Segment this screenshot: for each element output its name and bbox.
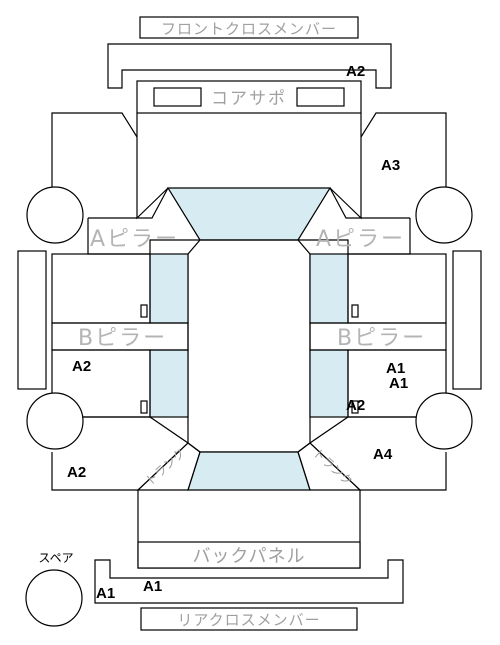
a-pillar-right-label: Aピラー bbox=[316, 227, 405, 252]
rear-cross-member: リアクロスメンバー bbox=[140, 607, 358, 631]
mark-right-quarter-a4: A4 bbox=[373, 446, 393, 463]
fender-to-pillar-right bbox=[329, 187, 410, 219]
rear-cross-member-label: リアクロスメンバー bbox=[177, 611, 320, 629]
back-panel: バックパネル bbox=[137, 541, 361, 569]
front-apron-left bbox=[136, 113, 169, 220]
roof-outline bbox=[187, 239, 311, 453]
mark-right-rear-a2: A2 bbox=[346, 397, 365, 414]
trunk-left-label: トランク bbox=[143, 446, 188, 489]
rear-bumper-bracket bbox=[94, 559, 404, 604]
front-cross-member-label: フロントクロスメンバー bbox=[161, 20, 337, 38]
b-pillar-left-label: Bピラー bbox=[78, 326, 167, 351]
front-fender-right bbox=[360, 112, 447, 190]
trunk-right bbox=[297, 442, 362, 491]
rear-door-glass-left bbox=[149, 349, 189, 418]
spare-wheel bbox=[25, 569, 83, 627]
mark-front-right-a2: A2 bbox=[346, 63, 365, 80]
a-pillar-right: Aピラー bbox=[298, 218, 411, 255]
mark-right-fender-a3: A3 bbox=[381, 157, 400, 174]
fender-to-pillar-left bbox=[88, 187, 169, 219]
front-door-glass-left bbox=[149, 253, 189, 324]
door-handle-front-right bbox=[351, 304, 359, 318]
trunk-right-label: トランク bbox=[310, 446, 355, 489]
mark-rear-member-a1: A1 bbox=[143, 578, 162, 595]
core-support-label: コアサポ bbox=[211, 89, 287, 109]
b-pillar-left: Bピラー bbox=[51, 322, 189, 351]
a-pillar-left-label: Aピラー bbox=[90, 227, 179, 252]
front-bumper-bracket bbox=[107, 43, 392, 89]
front-door-glass-right bbox=[309, 253, 349, 324]
front-door-right bbox=[347, 253, 447, 324]
wheel-front-right bbox=[415, 186, 473, 244]
front-apron-right bbox=[329, 113, 362, 220]
wheel-rear-left bbox=[26, 392, 84, 450]
spare-label: スペア bbox=[38, 551, 73, 565]
core-support: コアサポ bbox=[136, 80, 362, 114]
rear-window bbox=[187, 451, 311, 491]
front-fender-left bbox=[51, 112, 138, 190]
door-handle-rear-right bbox=[351, 400, 359, 414]
b-pillar-right: Bピラー bbox=[309, 322, 447, 351]
wheel-front-left bbox=[26, 186, 84, 244]
side-sill-right bbox=[452, 250, 482, 390]
mark-right-door-a1-top: A1 bbox=[386, 360, 405, 377]
spare-tire: スペア bbox=[25, 551, 83, 627]
a-pillar-left: Aピラー bbox=[87, 218, 200, 255]
windshield bbox=[166, 187, 332, 241]
front-door-left bbox=[51, 253, 151, 324]
b-pillar-right-label: Bピラー bbox=[337, 326, 426, 351]
front-cross-member: フロントクロスメンバー bbox=[139, 16, 359, 39]
wheel-rear-right bbox=[415, 392, 473, 450]
back-panel-label: バックパネル bbox=[192, 546, 305, 567]
mark-rear-left-a1: A1 bbox=[96, 585, 115, 602]
mark-right-door-a1-bottom: A1 bbox=[389, 375, 408, 392]
mark-left-quarter-a2: A2 bbox=[67, 464, 86, 481]
mark-left-door-a2: A2 bbox=[72, 358, 91, 375]
door-handle-rear-left bbox=[140, 400, 148, 414]
side-sill-left bbox=[17, 250, 47, 390]
trunk-left bbox=[136, 442, 201, 491]
rear-door-glass-right bbox=[309, 349, 349, 418]
door-handle-front-left bbox=[140, 304, 148, 318]
